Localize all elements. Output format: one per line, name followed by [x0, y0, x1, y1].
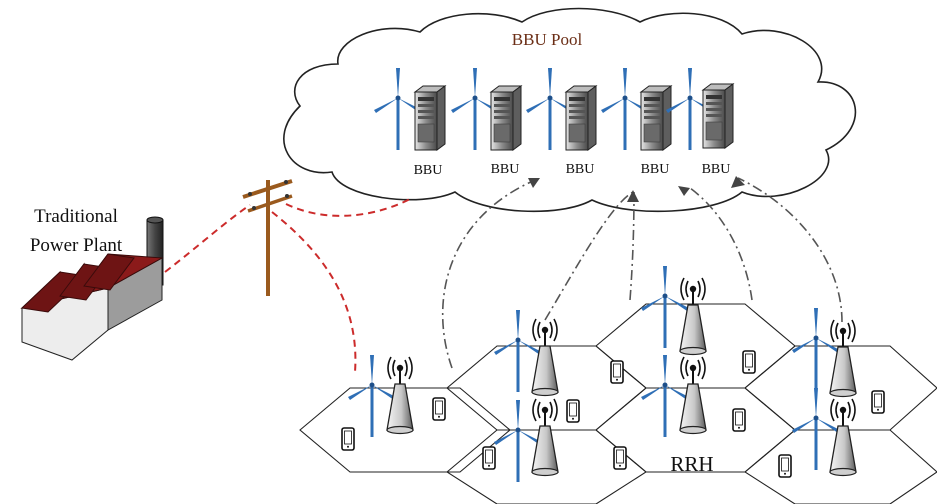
bbu-server: BBU [449, 66, 522, 177]
power-lines [164, 197, 413, 373]
phone-icon [341, 427, 355, 451]
phone-icon [610, 360, 624, 384]
bbu-server: BBU [664, 66, 734, 177]
bbu-server: BBU [372, 66, 446, 178]
bbu-server: BBU [524, 66, 597, 177]
rrh-site [790, 306, 857, 398]
bbu-label: BBU [641, 162, 670, 177]
mobile-devices [341, 350, 885, 478]
phone-icon [742, 350, 756, 374]
rrh-site [346, 353, 414, 439]
rrh-site [492, 398, 559, 484]
phone-icon [566, 399, 580, 423]
rrh-label: RRH [670, 452, 713, 476]
rrh-site [492, 308, 559, 397]
power-plant: Traditional Power Plant [20, 206, 164, 361]
rrh-site [639, 264, 707, 356]
phone-icon [871, 390, 885, 414]
cloud-title: BBU Pool [512, 30, 583, 49]
bbu-label: BBU [491, 162, 520, 177]
phone-icon [482, 446, 496, 470]
plant-label-line1: Traditional [34, 206, 118, 227]
bbu-label: BBU [702, 162, 731, 177]
bbu-label: BBU [414, 163, 443, 178]
rrh-site [639, 353, 707, 439]
phone-icon [778, 454, 792, 478]
rrh-site [790, 386, 857, 477]
phone-icon [613, 446, 627, 470]
fronthaul-links [441, 177, 843, 369]
phone-icon [432, 397, 446, 421]
utility-pole-icon [242, 179, 293, 296]
bbu-server: BBU [599, 66, 672, 177]
bbu-label: BBU [566, 162, 595, 177]
fronthaul-arrowheads [528, 176, 745, 202]
plant-label-line2: Power Plant [30, 235, 123, 256]
phone-icon [732, 408, 746, 432]
